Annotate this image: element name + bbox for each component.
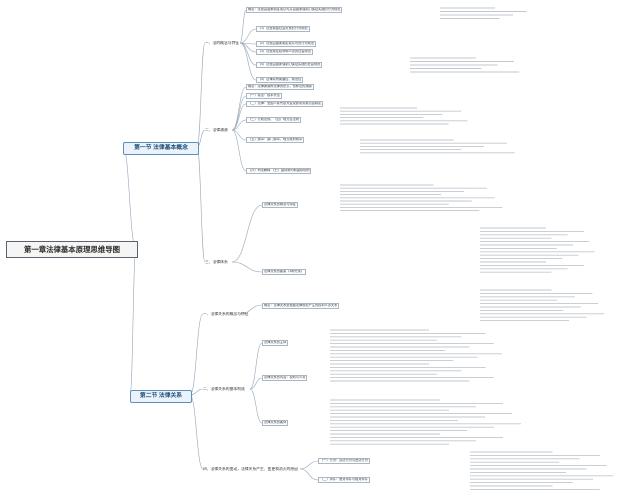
leaf-source-2: （二）法律：全国人民代表大会及其常务委员会制定 <box>246 101 324 107</box>
link-relation-structure-2 <box>249 388 263 424</box>
link-s2-t2 <box>189 394 204 470</box>
leaf-source-0: 概念：法律渊源即法律的形式，也称法的渊源 <box>246 84 314 90</box>
link-s2-t0 <box>189 313 204 396</box>
leaf-concept-0: 概念：法是由国家制定或认可并由国家强制力保证实施的行为规范 <box>246 7 343 13</box>
leaf-relation-structure-1: 法律关系的内容：权利与义务 <box>262 375 308 381</box>
leaf-relation-concept-0: 概念：法律关系是根据法律规范产生的权利义务关系 <box>262 303 340 309</box>
section-1-title[interactable]: 第一节 法律基本概念 <box>123 142 199 155</box>
root-topic[interactable]: 第一章法律基本原理思维导图 <box>6 241 138 258</box>
leaf-system-1: 法律关系的要素（3种分类） <box>262 269 307 275</box>
leaf-concept-3: （3）法是规定权利和义务的社会规范 <box>256 49 313 55</box>
leaf-source-1: （一）宪法：根本大法 <box>246 93 282 99</box>
link-system-1 <box>231 261 263 273</box>
link-s1-t2 <box>196 146 206 263</box>
leaf-concept-2: （2）法是由国家制定或认可的行为规范 <box>256 41 316 47</box>
leaf-system-0: 法律关系的概念与特征 <box>262 202 298 208</box>
link-relation-structure-1 <box>249 377 263 390</box>
link-source-4 <box>231 129 247 141</box>
link-concept-1 <box>239 28 257 44</box>
link-source-0 <box>231 86 247 131</box>
link-concept-5 <box>239 42 257 81</box>
link-system-0 <box>231 204 263 263</box>
link-relation-structure-0 <box>249 342 263 390</box>
leaf-concept-1: （1）法是调整社会关系的行为规范 <box>256 26 310 32</box>
leaf-source-5: （六）司法解释 （七）国际条约和国际惯例 <box>246 168 312 174</box>
topic-relation-structure[interactable]: 二、法律关系的基本构成 <box>203 387 245 391</box>
link-source-2 <box>231 103 247 131</box>
link-source-5 <box>231 129 247 172</box>
topic-system[interactable]: 三、法律体系 <box>205 260 228 264</box>
topic-source[interactable]: 二、法律渊源 <box>205 128 228 132</box>
leaf-source-3: （三）行政法规、（四）地方性法规 <box>246 117 301 123</box>
leaf-relation-structure-2: 法律关系的客体 <box>262 420 289 426</box>
topic-concept[interactable]: 一、法的概念与特征 <box>205 41 240 45</box>
leaf-concept-5: （5）法律具有普遍性、规范性 <box>256 77 304 83</box>
leaf-relation-structure-0: 法律关系的主体 <box>262 340 289 346</box>
topic-relation-change[interactable]: 四、法律关系的变动，法律关系产生、变更和消灭的原因 <box>203 467 298 471</box>
link-source-3 <box>231 119 247 131</box>
link-s1-t0 <box>196 42 206 148</box>
leaf-relation-change-1: （二）事件：绝对事件与相对事件 <box>318 477 370 483</box>
link-root-s1 <box>122 146 137 249</box>
leaf-relation-change-0: （一）行为：合法行为与违法行为 <box>318 458 370 464</box>
topic-relation-concept[interactable]: 一、法律关系的概念与特征 <box>203 312 249 316</box>
section-2-title[interactable]: 第二节 法律关系 <box>130 390 192 403</box>
link-root-s2 <box>129 247 137 396</box>
link-relation-concept-0 <box>239 304 263 315</box>
link-relation-change-0 <box>299 460 319 470</box>
leaf-source-4: （五）规章：部门规章、地方政府规章 <box>246 137 305 143</box>
leaf-concept-4: （4）法是由国家强制力保证实施的社会规范 <box>256 62 323 68</box>
link-relation-change-1 <box>299 468 319 481</box>
link-concept-0 <box>239 9 247 44</box>
